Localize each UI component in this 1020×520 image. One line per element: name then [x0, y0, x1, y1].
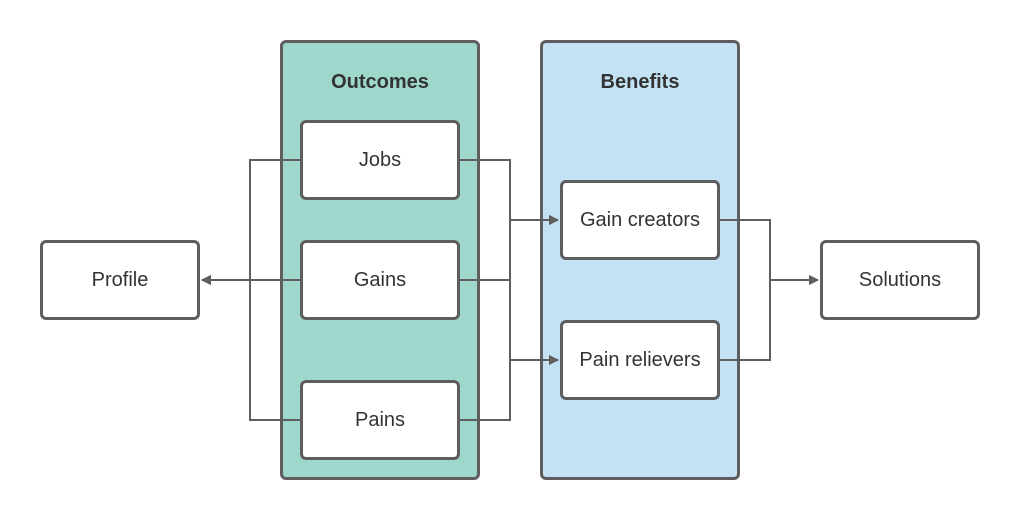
edge-pain-relievers-solutions — [720, 275, 819, 361]
edge-pains-pain-relievers — [460, 355, 559, 421]
benefits-title: Benefits — [600, 71, 680, 93]
edge-jobs-profile — [201, 159, 300, 285]
solutions-label: Solutions — [858, 268, 942, 291]
pain-relievers-node: Pain relievers — [560, 320, 720, 400]
gain-creators-node: Gain creators — [560, 180, 720, 260]
pains-node: Pains — [300, 380, 460, 460]
edge-jobs-pain-relievers — [460, 159, 559, 365]
solutions-node: Solutions — [820, 240, 980, 320]
pains-label: Pains — [354, 408, 406, 431]
profile-node: Profile — [40, 240, 200, 320]
gains-label: Gains — [353, 268, 407, 291]
edge-gain-creators-solutions — [720, 219, 819, 285]
gains-node: Gains — [300, 240, 460, 320]
outcomes-title: Outcomes — [331, 71, 429, 93]
jobs-node: Jobs — [300, 120, 460, 200]
jobs-label: Jobs — [358, 148, 402, 171]
profile-label: Profile — [91, 268, 149, 291]
pain-relievers-label: Pain relievers — [579, 348, 701, 371]
benefits-group: Benefits — [540, 40, 740, 480]
gain-creators-label: Gain creators — [579, 208, 701, 231]
edge-pains-profile — [201, 275, 300, 421]
